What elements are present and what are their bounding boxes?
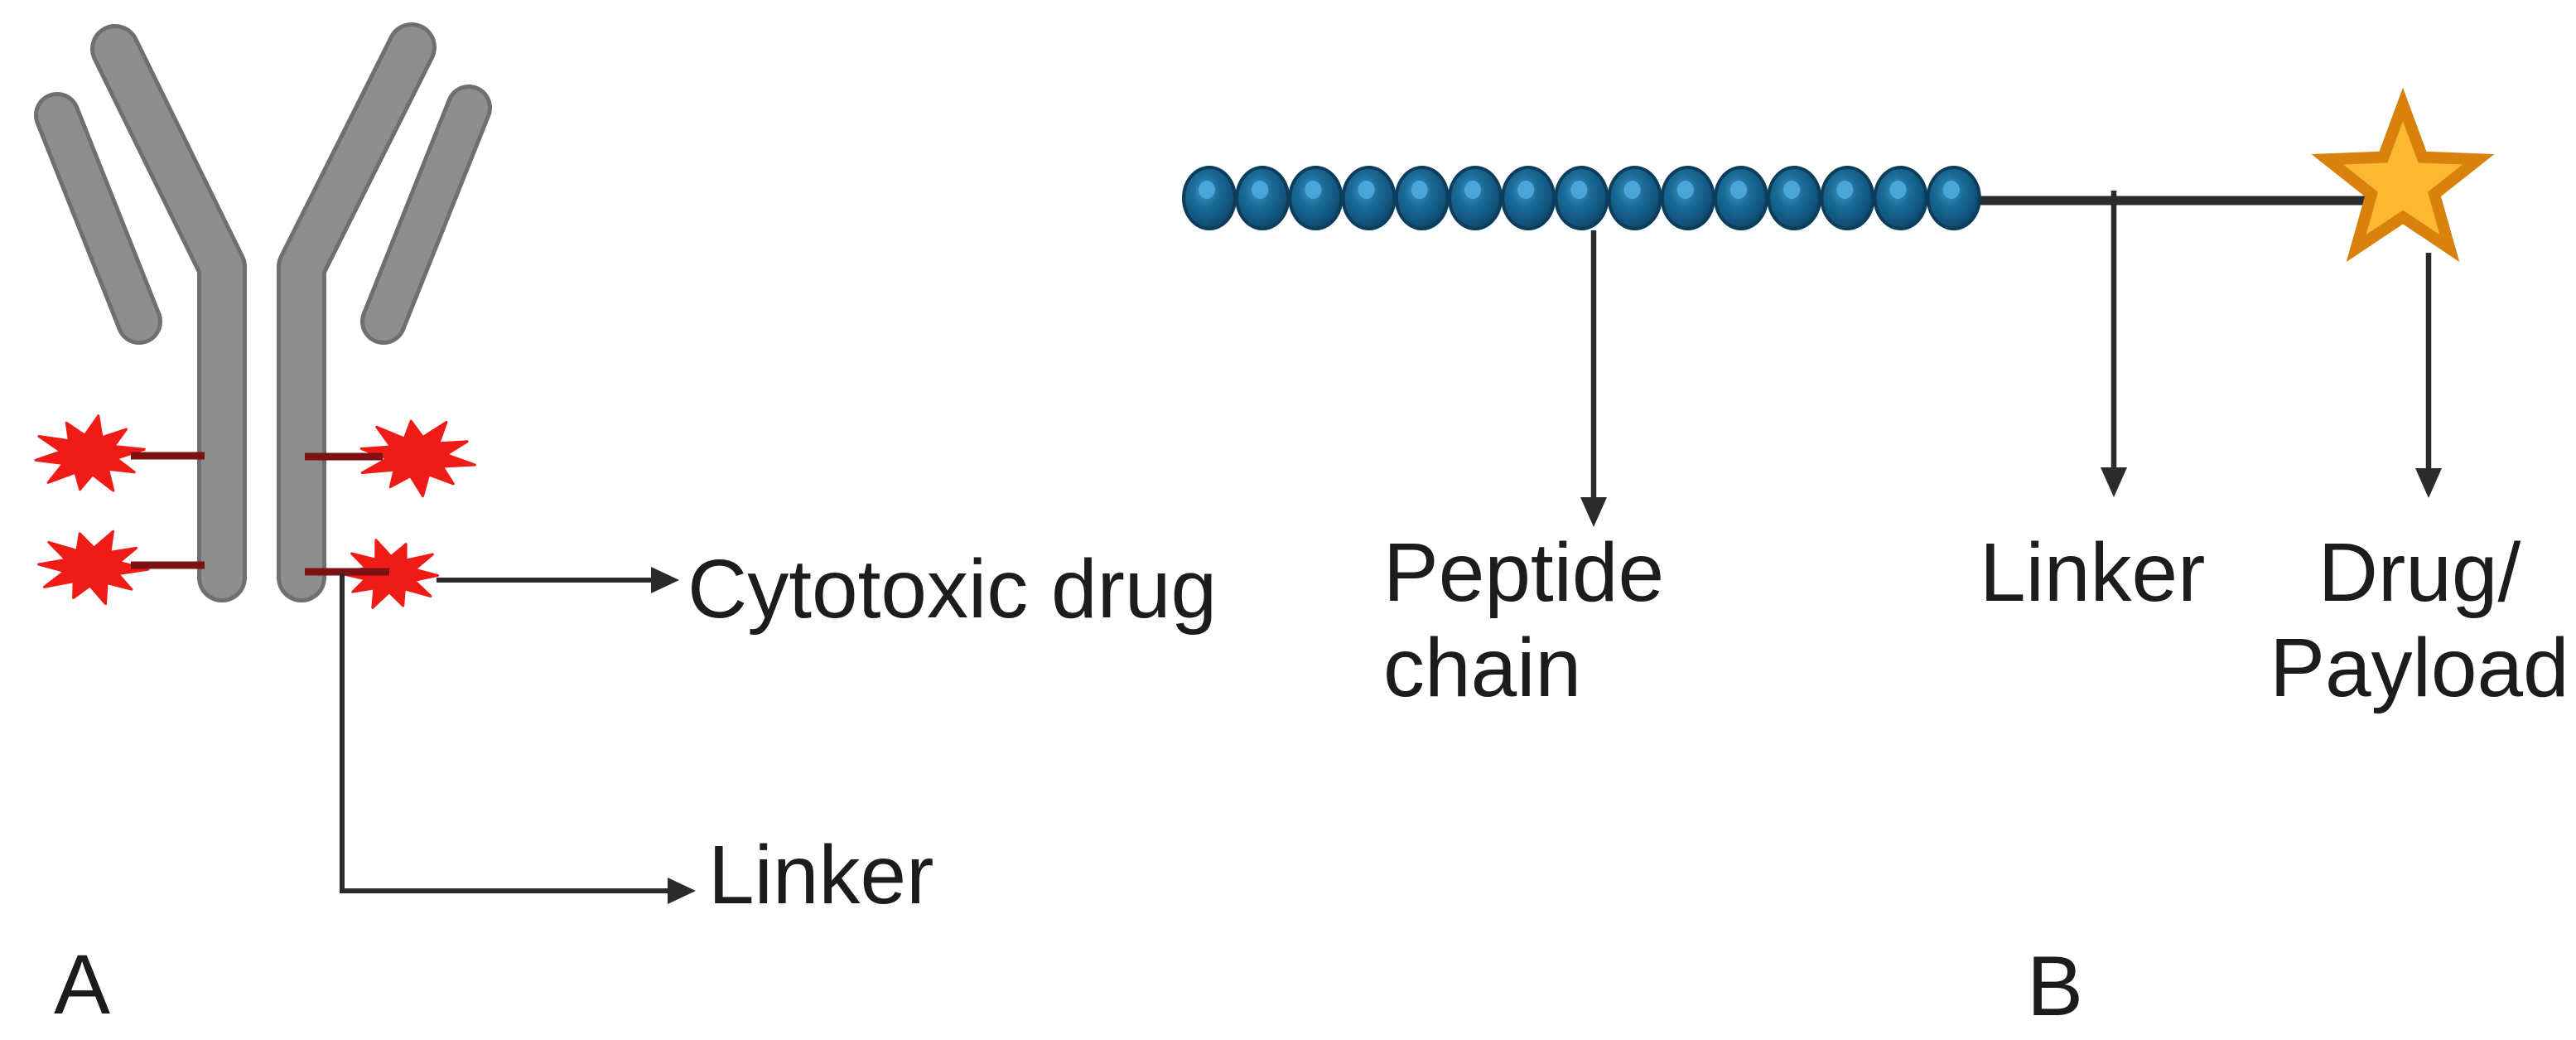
antibody-light-chain-right-fill xyxy=(364,89,488,341)
blue-sphere-highlight xyxy=(1199,181,1215,199)
label-linker-a: Linker xyxy=(708,829,933,921)
linker-arrowhead-icon xyxy=(668,878,696,904)
panel-b-annotations xyxy=(1580,191,2442,527)
linker-lines xyxy=(131,452,389,576)
antibody-heavy-chain-left-fill xyxy=(94,28,243,598)
blue-sphere-highlight xyxy=(1676,181,1694,199)
blue-sphere-highlight xyxy=(1411,181,1428,199)
blue-sphere-highlight xyxy=(1623,181,1641,199)
panel-b: Peptide chain Linker Drug/ Payload B xyxy=(1182,87,2569,1033)
panel-letter-b: B xyxy=(2027,939,2083,1033)
antibody-heavy-chain-right-fill xyxy=(281,27,432,598)
cytotoxic-drug-arrowhead-icon xyxy=(651,567,679,593)
label-linker-b: Linker xyxy=(1980,526,2205,619)
label-peptide-line1: Peptide xyxy=(1383,526,1664,619)
blue-sphere-highlight xyxy=(1942,181,1960,199)
antibody-light-chain-left-fill xyxy=(38,96,158,341)
gold-star-icon xyxy=(2311,87,2495,263)
label-drug-line1: Drug/ xyxy=(2318,526,2521,619)
antibody-y-icon xyxy=(34,22,492,602)
drug-payload-arrowhead-icon xyxy=(2415,468,2442,498)
label-drug-line2: Payload xyxy=(2270,622,2569,714)
blue-sphere-highlight xyxy=(1570,181,1588,199)
blue-sphere-highlight xyxy=(1464,181,1481,199)
peptide-chain xyxy=(1182,166,1981,230)
blue-sphere-highlight xyxy=(1305,181,1322,199)
linker-connector-line xyxy=(340,573,668,893)
blue-sphere-highlight xyxy=(1836,181,1854,199)
cytotoxic-drug-markers xyxy=(34,414,476,609)
blue-sphere-highlight xyxy=(1889,181,1907,199)
blue-sphere-highlight xyxy=(1358,181,1375,199)
red-starburst-icon xyxy=(37,530,150,606)
red-starburst-icon xyxy=(359,419,476,498)
panel-letter-a: A xyxy=(54,937,110,1032)
label-peptide-line2: chain xyxy=(1383,622,1581,714)
linker-b-arrowhead-icon xyxy=(2101,467,2127,497)
red-starburst-icon xyxy=(34,414,146,492)
blue-sphere-highlight xyxy=(1783,181,1801,199)
peptide-chain-arrowhead-icon xyxy=(1580,497,1607,527)
panel-a: Cytotoxic drug Linker A xyxy=(34,22,1217,1032)
blue-sphere-highlight xyxy=(1730,181,1747,199)
blue-sphere-highlight xyxy=(1517,181,1535,199)
blue-sphere-highlight xyxy=(1252,181,1269,199)
panel-a-annotations xyxy=(340,567,696,904)
label-cytotoxic-drug: Cytotoxic drug xyxy=(687,543,1217,636)
